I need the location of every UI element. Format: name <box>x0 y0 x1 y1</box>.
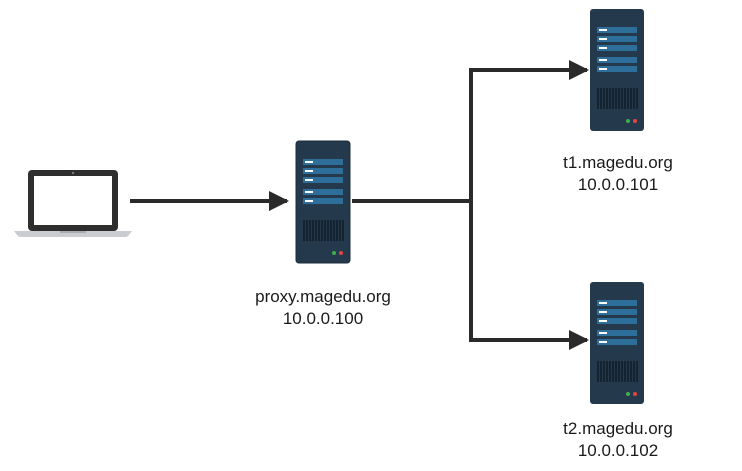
server-icon-t2 <box>590 282 644 404</box>
server-icon-t1 <box>590 9 644 131</box>
edge-proxy-to-t2 <box>469 199 589 350</box>
t1-label: t1.magedu.org 10.0.0.101 <box>508 152 728 196</box>
laptop-icon <box>14 170 132 237</box>
t2-ip: 10.0.0.102 <box>577 441 659 460</box>
server-icon-proxy <box>295 140 351 264</box>
proxy-ip: 10.0.0.100 <box>282 309 364 328</box>
t1-hostname: t1.magedu.org <box>563 153 673 172</box>
t2-hostname: t2.magedu.org <box>563 419 673 438</box>
proxy-label: proxy.magedu.org 10.0.0.100 <box>213 286 433 330</box>
t1-ip: 10.0.0.101 <box>577 175 659 194</box>
proxy-hostname: proxy.magedu.org <box>255 287 391 306</box>
edge-proxy-to-t1 <box>469 60 589 203</box>
t2-label: t2.magedu.org 10.0.0.102 <box>508 418 728 462</box>
connections <box>130 60 589 350</box>
